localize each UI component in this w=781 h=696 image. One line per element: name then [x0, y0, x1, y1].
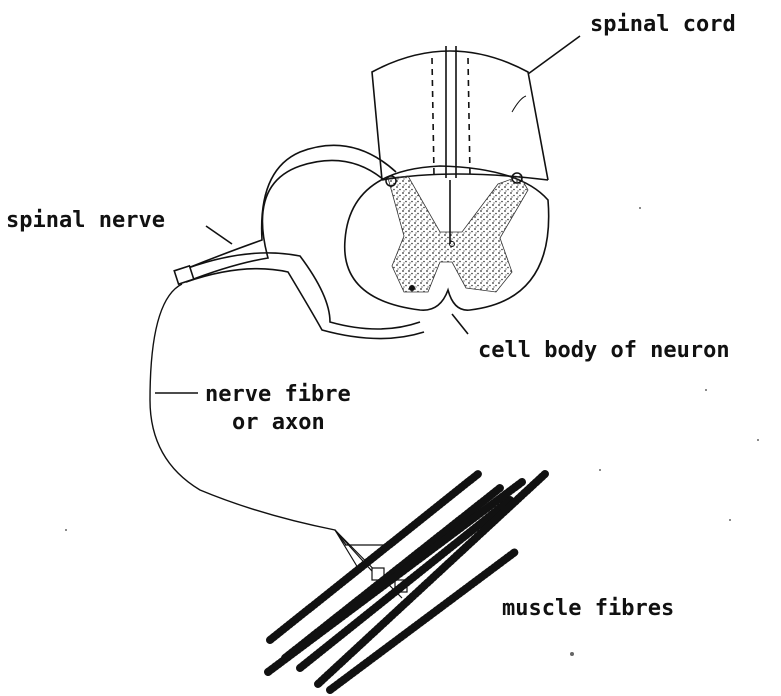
label-spinal-nerve: spinal nerve [6, 208, 165, 233]
muscle-fibres-drawing [268, 474, 545, 690]
leader-spinal-cord [528, 36, 580, 74]
label-axon: or axon [232, 410, 325, 435]
label-cell-body: cell body of neuron [478, 338, 730, 363]
leader-spinal-nerve [206, 226, 232, 244]
label-spinal-cord: spinal cord [590, 12, 736, 37]
label-muscle-fibres: muscle fibres [502, 596, 674, 621]
leader-cell-body [452, 314, 468, 334]
label-nerve-fibre: nerve fibre [205, 382, 351, 407]
grey-matter [386, 173, 528, 292]
spinal-nerve-roots [174, 145, 424, 338]
